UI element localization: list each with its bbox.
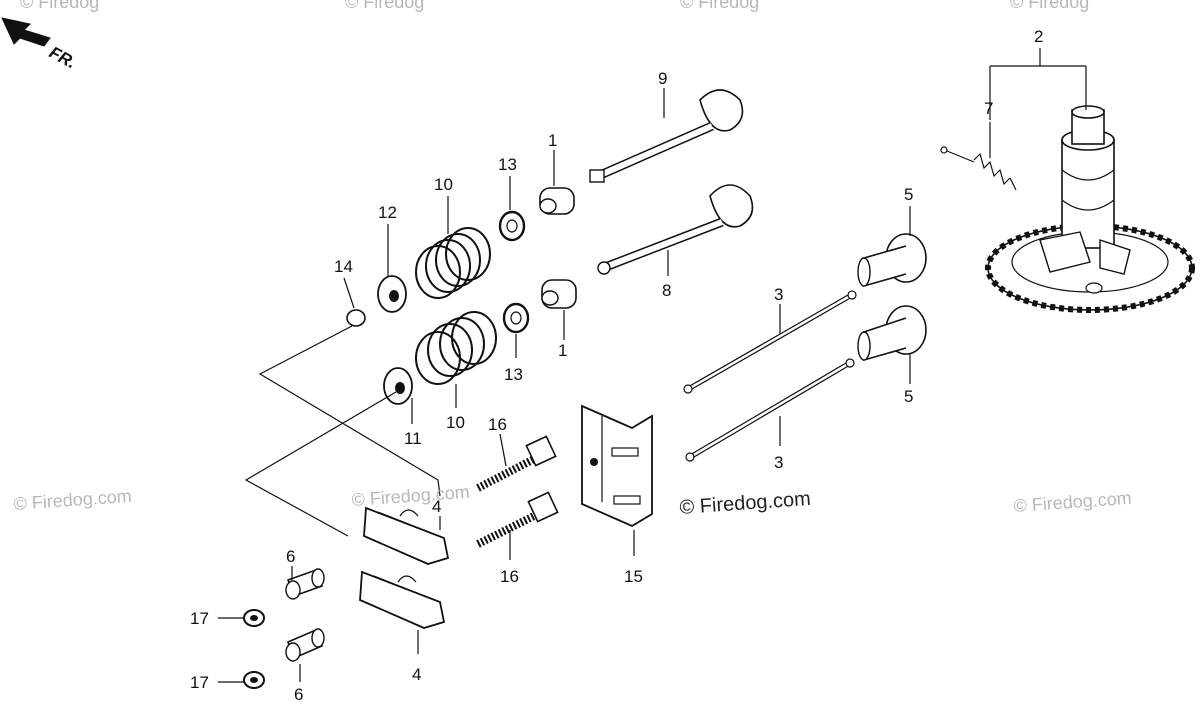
callout-11: 11 [404,429,422,448]
lock-nut-part-17-bottom [243,671,265,689]
callout-7: 7 [984,99,993,118]
valve-seal-part-13-bottom [502,302,530,334]
watermark-main: © Firedog.com [679,488,812,519]
tappet-part-5-top [857,233,927,288]
callout-6-bottom: 6 [294,685,303,704]
rocker-stud-part-16-top [476,435,557,492]
valve-part-8 [597,184,754,275]
callout-1-bottom: 1 [558,341,567,360]
valve-seal-part-13-top [498,210,526,242]
callout-13-top: 13 [498,155,517,174]
callout-17-bottom: 17 [190,673,209,692]
watermark-top-1: © Firedog [20,0,99,12]
pivot-part-6-top [285,568,325,600]
watermark-top-4: © Firedog [1010,0,1089,12]
front-direction-label: FR. [46,43,79,73]
callout-3-bottom: 3 [774,453,783,472]
push-rod-guide-plate-part-15 [581,404,653,528]
camshaft-gear-part [985,105,1195,313]
rocker-arm-part-4-top [363,506,450,565]
watermark-right: © Firedog.com [1013,488,1132,516]
callout-10-bottom: 10 [446,413,465,432]
watermark-center: © Firedog.com [351,482,470,510]
valve-retainer-part-1-bottom [541,279,577,309]
callout-3-top: 3 [774,285,783,304]
front-direction-arrow-icon: FR. [1,17,79,73]
callout-4-top: 4 [432,497,441,516]
watermark-left: © Firedog.com [13,486,132,514]
callout-10-top: 10 [434,175,453,194]
tappet-cap-part-14 [346,309,366,327]
callout-1-top: 1 [548,131,557,150]
callout-16-top: 16 [488,415,507,434]
rocker-stud-part-16-bottom [476,491,559,548]
spring-retainer-part-11 [383,367,413,405]
valve-part-9 [589,89,744,183]
callout-6-top: 6 [286,547,295,566]
callout-17-top: 17 [190,609,209,628]
callout-12: 12 [378,203,397,222]
lock-nut-part-17-top [243,609,265,627]
callout-13-bottom: 13 [504,365,523,384]
push-rod-part-3-bottom [685,358,855,462]
watermark-top-3: © Firedog [680,0,759,12]
spring-part-7 [940,146,1017,191]
tappet-part-5-bottom [857,305,927,362]
callout-14: 14 [334,257,353,276]
pivot-part-6-bottom [285,628,325,662]
callout-4-bottom: 4 [412,665,421,684]
callout-9: 9 [658,69,667,88]
spring-retainer-part-12 [377,275,407,313]
callout-8: 8 [662,281,671,300]
callout-16-bottom: 16 [500,567,519,586]
valve-spring-part-10-top [415,227,491,299]
push-rod-part-3-top [683,290,857,394]
callout-5-top: 5 [904,185,913,204]
rocker-arm-part-4-bottom [359,570,446,629]
callout-15: 15 [624,567,643,586]
callout-5-bottom: 5 [904,387,913,406]
valve-spring-part-10-bottom [415,311,497,385]
watermark-top-2: © Firedog [345,0,424,12]
valve-retainer-part-1-top [539,187,575,215]
callout-2: 2 [1034,27,1043,46]
